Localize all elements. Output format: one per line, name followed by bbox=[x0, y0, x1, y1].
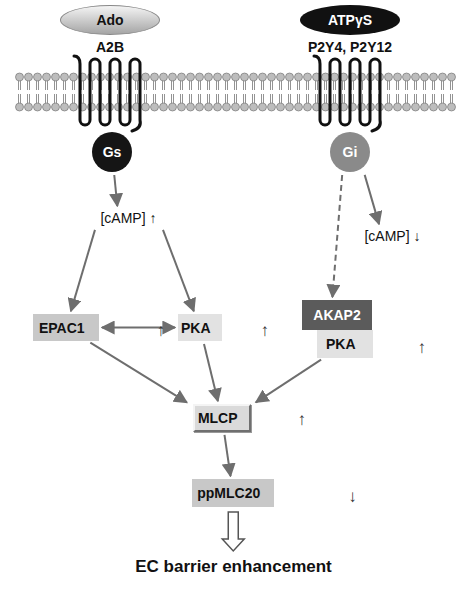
ligand-ellipse: ATPγS bbox=[300, 5, 400, 35]
process-box: EPAC1↑ bbox=[33, 314, 99, 341]
arrow-connector bbox=[256, 360, 321, 403]
node-text: Gi bbox=[343, 144, 358, 160]
node-text: [cAMP] ↑ bbox=[100, 210, 156, 226]
arrow-connector bbox=[163, 230, 194, 311]
process-box: ppMLC20↓ bbox=[192, 479, 274, 507]
process-box: AKAP2 bbox=[302, 300, 372, 330]
node-text: EC barrier enhancement bbox=[135, 557, 332, 577]
arrow-connector bbox=[224, 435, 230, 476]
change-arrow: ↑ bbox=[261, 321, 270, 341]
arrow-connector bbox=[332, 175, 342, 297]
process-box: MLCP↑ bbox=[193, 404, 251, 432]
process-box: PKA↑ bbox=[178, 314, 222, 341]
arrow-connector bbox=[71, 230, 95, 311]
ligand-ellipse: Ado bbox=[60, 5, 160, 35]
change-arrow: ↓ bbox=[348, 487, 357, 507]
node-text: EPAC1 bbox=[39, 320, 85, 336]
camp-label: [cAMP] ↑ bbox=[98, 209, 159, 227]
node-text: MLCP bbox=[198, 410, 238, 426]
receptor-label: P2Y4, P2Y12 bbox=[308, 39, 392, 55]
arrow-connector bbox=[365, 175, 379, 224]
receptor-symbol bbox=[74, 56, 140, 131]
outcome-title: EC barrier enhancement bbox=[133, 556, 334, 578]
node-text: PKA bbox=[181, 320, 211, 336]
change-arrow: ↑ bbox=[298, 410, 307, 430]
node-text: ppMLC20 bbox=[197, 485, 260, 501]
node-text: AKAP2 bbox=[313, 307, 360, 323]
outcome-arrow bbox=[222, 512, 244, 551]
g-protein-circle: Gi bbox=[330, 132, 370, 172]
process-box: PKA↑ bbox=[317, 330, 373, 358]
node-text: Ado bbox=[96, 12, 123, 28]
node-text: PKA bbox=[326, 336, 356, 352]
g-protein-circle: Gs bbox=[92, 132, 132, 172]
receptor-label: A2B bbox=[96, 39, 124, 55]
change-arrow: ↑ bbox=[157, 321, 166, 341]
arrow-connector bbox=[204, 344, 218, 401]
node-text: ATPγS bbox=[328, 12, 372, 28]
camp-label: [cAMP] ↓ bbox=[362, 227, 423, 245]
receptor-symbol bbox=[314, 56, 380, 131]
node-text: Gs bbox=[103, 144, 122, 160]
arrow-connector bbox=[90, 343, 187, 403]
node-text: [cAMP] ↓ bbox=[364, 228, 420, 244]
arrow-connector bbox=[114, 175, 117, 206]
change-arrow: ↑ bbox=[418, 338, 427, 358]
